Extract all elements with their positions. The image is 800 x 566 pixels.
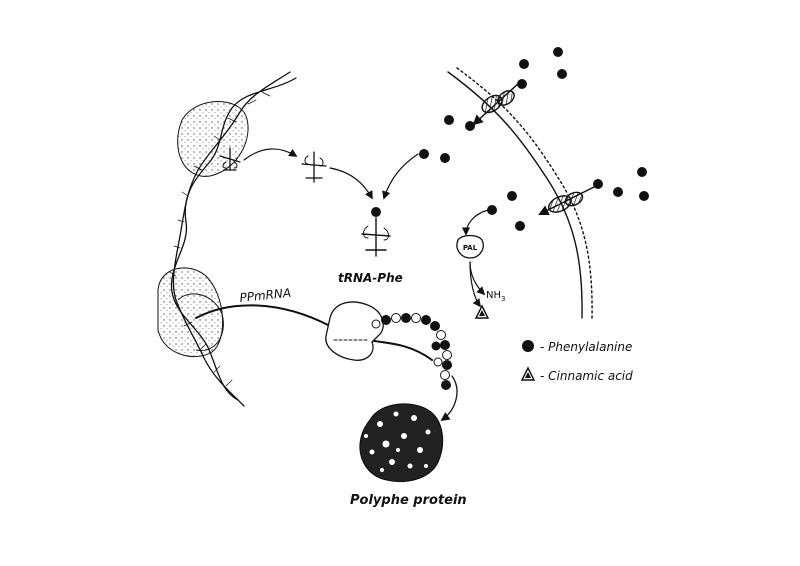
nucleus-lower [157,267,224,358]
legend: - Phenylalanine - Cinnamic acid [520,340,633,383]
trna-free [301,151,327,183]
cell-membrane [447,67,593,319]
phenylalanine-icon [522,340,534,352]
polypeptide-chain [371,313,452,390]
trna-in-nucleus [219,147,241,171]
legend-phenylalanine: - Phenylalanine [522,340,632,354]
polyphe-protein-glob [359,403,444,483]
ammonia-subscript: 3 [501,295,505,303]
cinnamic-acid-icon [520,366,536,381]
membrane-transporter-bottom [538,185,597,215]
dna-double-helix [169,71,297,407]
ammonia-label: NH3 [486,290,505,303]
phenylalanine-molecules [419,47,649,231]
legend-cinnamic-acid-label: - Cinnamic acid [540,369,633,383]
trna-phe-label: tRNA-Phe [338,271,403,285]
trna-phe-charged [361,207,391,257]
process-arrows [243,148,489,422]
legend-phenylalanine-label: - Phenylalanine [540,340,632,354]
polyphe-protein-label: Polyphe protein [350,493,467,508]
ribosome [325,301,384,361]
ammonia-text: NH [486,290,501,301]
pal-label: PAL [463,244,478,252]
ppmrna-label: PPmRNA [239,286,292,305]
membrane-transporter-top [472,81,521,126]
legend-cinnamic-acid: - Cinnamic acid [520,366,633,383]
pal-enzyme: PAL [456,234,484,259]
cinnamic-acid-product [474,304,490,319]
nucleus-upper [177,101,249,177]
